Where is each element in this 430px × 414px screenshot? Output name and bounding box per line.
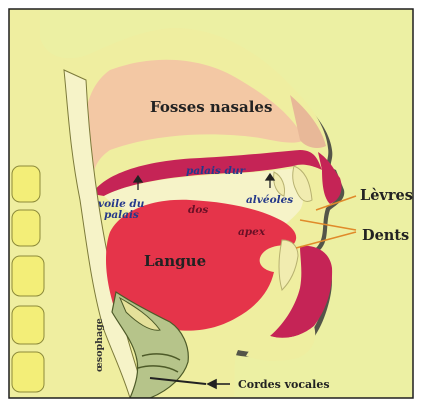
- nose-tip: [290, 95, 326, 148]
- vertebra: [11, 255, 45, 297]
- trachea-ring: [141, 353, 181, 361]
- arrow-left-icon: [206, 378, 230, 390]
- lower-lip: [270, 245, 333, 338]
- pharynx: [63, 69, 147, 398]
- vertebra: [11, 351, 45, 393]
- epiglottis: [118, 296, 161, 331]
- arrow-up-icon: [132, 174, 144, 190]
- label-levres: Lèvres: [360, 187, 413, 204]
- upper-teeth-back: [273, 171, 285, 197]
- jaw: [246, 326, 316, 361]
- dents-leader: [299, 219, 357, 231]
- palate: [92, 150, 322, 196]
- label-cordes-vocales: Cordes vocales: [238, 378, 330, 391]
- label-langue: Langue: [144, 252, 206, 270]
- label-alveoles: alvéoles: [246, 194, 293, 206]
- vertebra: [11, 165, 41, 203]
- label-palais-dur: palais dur: [186, 165, 246, 177]
- dents-leader-lower: [295, 231, 357, 249]
- vertebra: [11, 305, 45, 345]
- nasal-cavity-region: [82, 59, 306, 190]
- vocal-cords-line: [149, 377, 207, 385]
- levres-leader: [315, 195, 357, 211]
- upper-lip: [318, 152, 342, 204]
- lower-teeth: [278, 239, 299, 291]
- upper-teeth: [292, 165, 313, 203]
- label-oesophage: œsophage: [94, 318, 105, 372]
- larynx: [111, 291, 189, 398]
- trachea-ring: [137, 365, 179, 373]
- label-voile-du-palais-line1: voile du: [98, 198, 145, 210]
- arrow-up-icon: [264, 172, 276, 188]
- label-voile-du-palais-line2: palais: [104, 209, 139, 221]
- label-apex: apex: [238, 226, 266, 238]
- label-dos: dos: [188, 204, 208, 216]
- label-fosses-nasales: Fosses nasales: [150, 98, 272, 116]
- frame-border: [8, 8, 414, 399]
- label-dents: Dents: [362, 227, 409, 244]
- vertebra: [11, 209, 41, 247]
